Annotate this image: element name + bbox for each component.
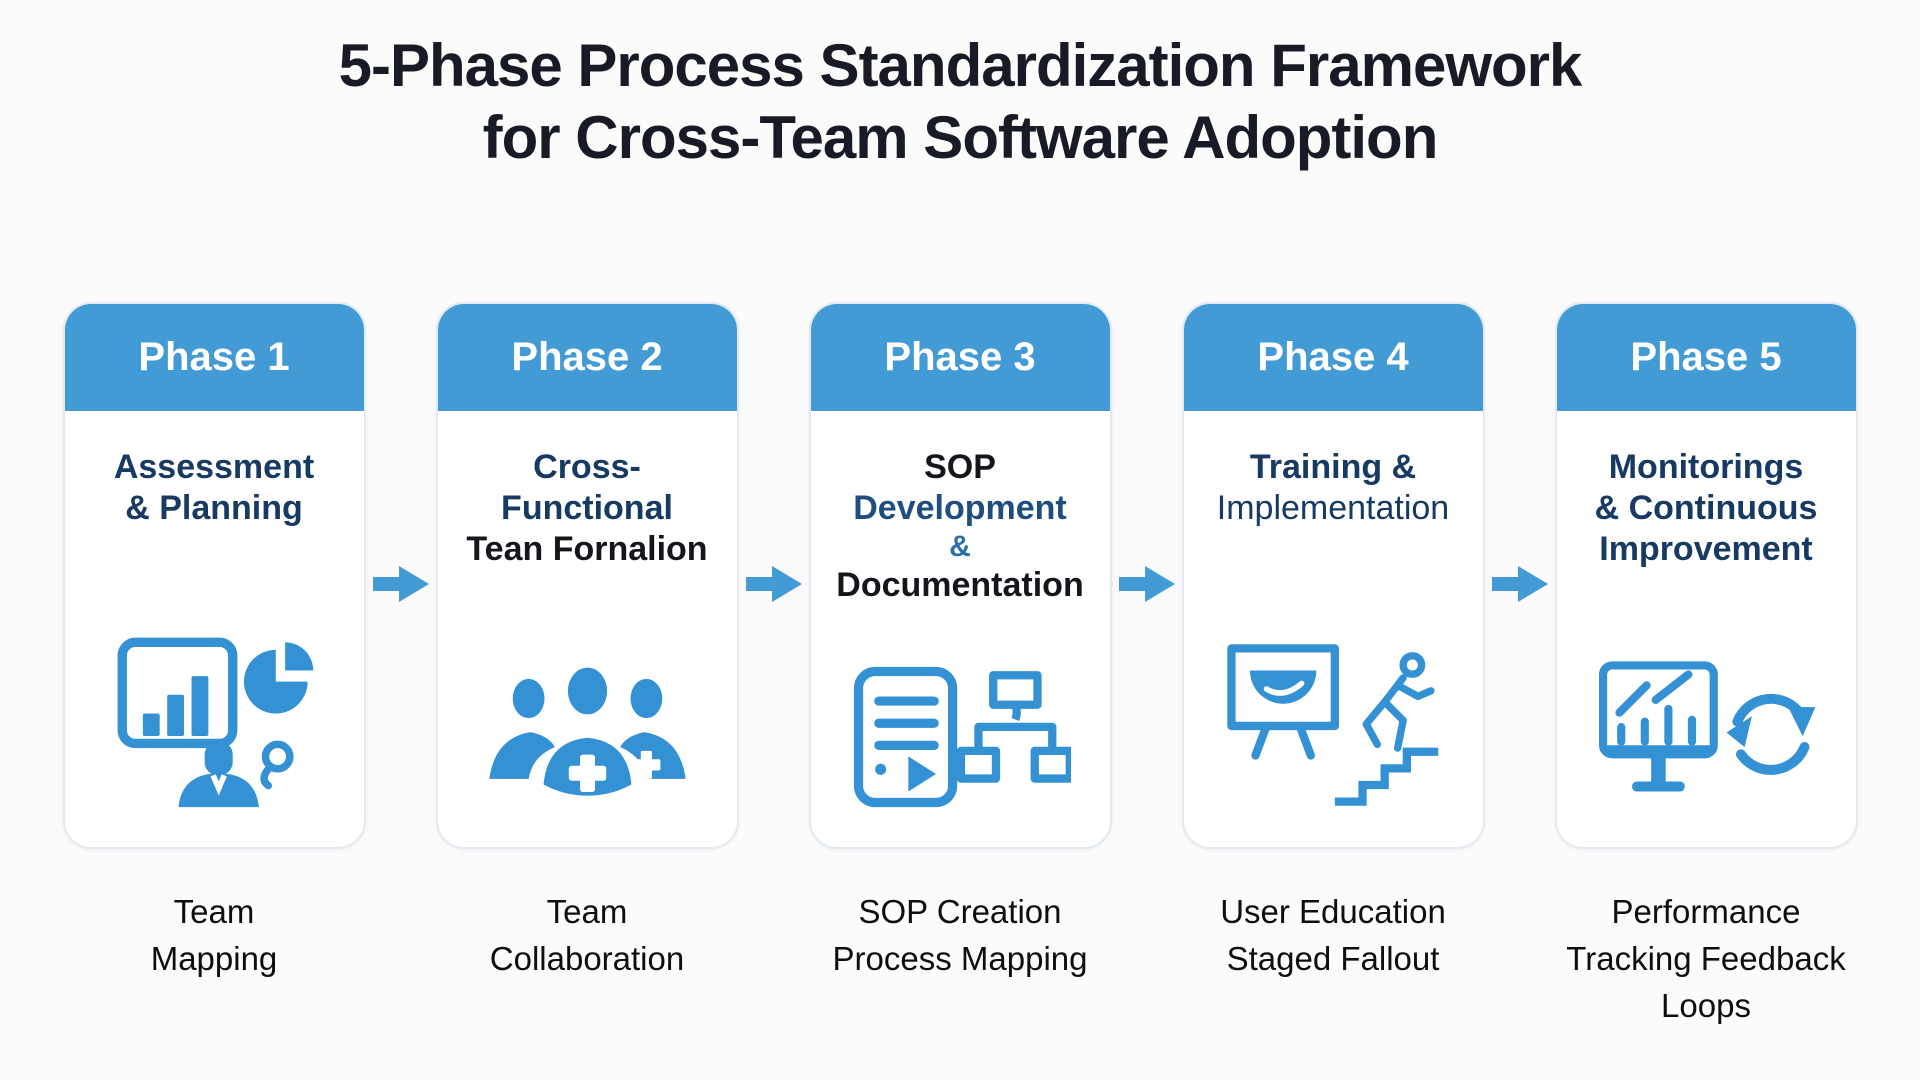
phase-5-body: Monitorings & Continuous Improvement — [1557, 411, 1856, 847]
arrow-gap-4 — [1485, 302, 1555, 849]
phase-3-column: Phase 3 SOP Development & Documentation — [808, 302, 1112, 983]
phase-1-title-line: & Planning — [125, 488, 303, 527]
right-arrow-icon — [1118, 565, 1175, 602]
phase-1-caption-line: Team — [173, 893, 255, 930]
phase-3-card: Phase 3 SOP Development & Documentation — [808, 302, 1112, 849]
phase-5-header: Phase 5 — [1556, 304, 1856, 411]
arrow-gap-2 — [739, 302, 809, 849]
monitoring-improvement-icon — [1598, 661, 1815, 792]
training-implementation-icon — [1227, 644, 1439, 806]
phase-2-title: Cross- Functional Tean Fornalion — [466, 447, 707, 569]
phase-3-title: SOP Development & Documentation — [836, 447, 1083, 605]
phases-row: Phase 1 Assessment & Planning — [0, 302, 1920, 1030]
phase-2-column: Phase 2 Cross- Functional Tean Fornalion — [435, 302, 739, 983]
phase-4-caption-line: Staged Fallout — [1226, 939, 1440, 977]
phase-2-caption: Team Collaboration — [436, 889, 739, 983]
arrow-gap-1 — [366, 302, 436, 849]
phase-2-header: Phase 2 — [437, 304, 737, 411]
phase-2-caption-line: Team — [546, 893, 628, 930]
team-formation-icon — [488, 667, 686, 796]
phase-1-card: Phase 1 Assessment & Planning — [62, 302, 366, 849]
right-arrow-icon — [372, 565, 429, 602]
phase-1-caption-line: Mapping — [150, 939, 278, 977]
phase-3-body: SOP Development & Documentation — [811, 411, 1110, 847]
phase-3-title-line: Documentation — [836, 565, 1084, 604]
phase-3-header: Phase 3 — [810, 304, 1110, 411]
sop-documentation-icon — [853, 666, 1071, 808]
phase-1-title: Assessment & Planning — [114, 447, 314, 529]
arrow-gap-3 — [1112, 302, 1182, 849]
phase-4-header: Phase 4 — [1183, 304, 1483, 411]
phase-4-title-line: Implementation — [1216, 488, 1450, 527]
phase-4-title: Training & Implementation — [1217, 447, 1449, 529]
phase-1-title-line: Assessment — [113, 448, 315, 486]
phase-2-title-line: Functional — [501, 488, 673, 527]
phase-2-title-line: Cross- — [533, 448, 641, 486]
phase-2-body: Cross- Functional Tean Fornalion — [438, 411, 737, 847]
page-title-line-2: for Cross-Team Software Adoption — [482, 104, 1439, 171]
assessment-planning-icon — [117, 637, 314, 808]
phase-3-caption-line: Process Mapping — [832, 939, 1088, 977]
phase-1-header: Phase 1 — [64, 304, 364, 411]
phase-5-title-line: & Continuous — [1594, 488, 1818, 527]
phase-3-title-line: SOP — [924, 448, 996, 486]
phase-5-caption: Performance Tracking Feedback Loops — [1555, 889, 1858, 1030]
phase-3-title-line: & — [949, 529, 971, 563]
phase-1-column: Phase 1 Assessment & Planning — [62, 302, 366, 983]
phase-5-column: Phase 5 Monitorings & Continuous Improve… — [1554, 302, 1858, 1030]
phase-5-title-line: Improvement — [1599, 529, 1813, 568]
phase-3-title-line: Development — [853, 488, 1067, 527]
phase-3-caption: SOP Creation Process Mapping — [809, 889, 1112, 983]
right-arrow-icon — [1491, 565, 1548, 602]
phase-5-title-line: Monitorings — [1608, 448, 1804, 486]
phase-2-caption-line: Collaboration — [489, 939, 685, 977]
page-title: 5-Phase Process Standardization Framewor… — [0, 0, 1920, 174]
phase-1-caption: Team Mapping — [63, 889, 366, 983]
phase-4-column: Phase 4 Training & Implementation — [1181, 302, 1485, 983]
phase-4-title-line: Training & — [1249, 448, 1417, 486]
phase-4-caption: User Education Staged Fallout — [1182, 889, 1485, 983]
page-title-line-1: 5-Phase Process Standardization Framewor… — [338, 32, 1583, 99]
phase-2-card: Phase 2 Cross- Functional Tean Fornalion — [435, 302, 739, 849]
phase-4-caption-line: User Education — [1220, 893, 1446, 930]
phase-5-caption-line: Loops — [1661, 986, 1751, 1024]
phase-2-title-line: Tean Fornalion — [466, 529, 708, 568]
phase-3-caption-line: SOP Creation — [858, 893, 1062, 930]
phase-4-card: Phase 4 Training & Implementation — [1181, 302, 1485, 849]
phase-1-body: Assessment & Planning — [65, 411, 364, 847]
phase-4-body: Training & Implementation — [1184, 411, 1483, 847]
phase-5-title: Monitorings & Continuous Improvement — [1595, 447, 1818, 569]
phase-5-caption-line: Performance — [1611, 893, 1801, 930]
phase-5-card: Phase 5 Monitorings & Continuous Improve… — [1554, 302, 1858, 849]
phase-5-caption-line: Tracking Feedback — [1566, 939, 1846, 977]
right-arrow-icon — [745, 565, 802, 602]
